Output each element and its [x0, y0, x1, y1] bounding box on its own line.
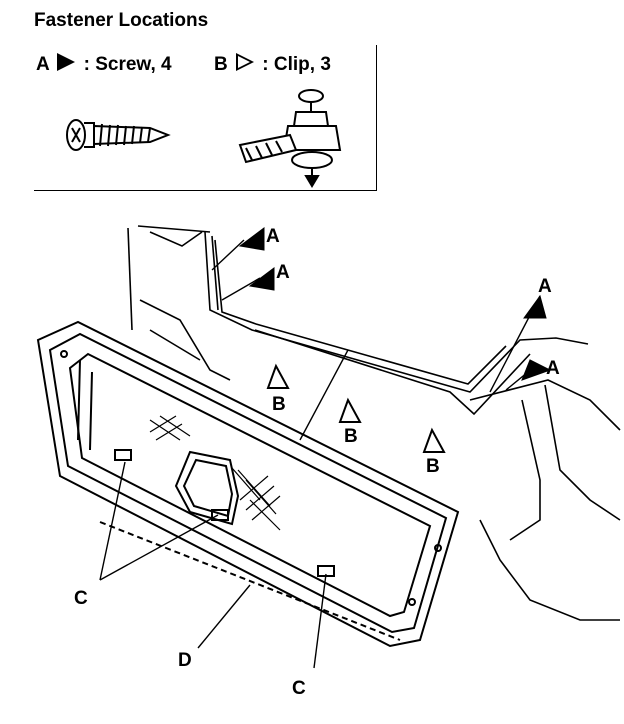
callout-b: B — [344, 426, 358, 447]
legend-a-desc: : Screw, 4 — [83, 54, 172, 75]
screw-markers — [238, 227, 552, 381]
screw-marker-icon — [248, 267, 275, 291]
legend-b-desc: : Clip, 3 — [262, 54, 331, 75]
grille-frame — [36, 320, 460, 648]
fastener-legend-box: A : Screw, 4 B : Clip, 3 — [34, 45, 377, 191]
callout-b: B — [426, 456, 440, 477]
callout-c: C — [292, 678, 306, 699]
callout-d: D — [178, 650, 192, 671]
legend-a-letter: A — [36, 54, 50, 75]
legend-b-letter: B — [214, 54, 228, 75]
clip-illustration — [238, 89, 342, 188]
callout-a: A — [546, 358, 560, 379]
legend-screw: A : Screw, 4 — [36, 53, 172, 76]
screw-marker-icon — [523, 294, 547, 319]
clip-markers — [266, 363, 446, 453]
callout-a: A — [276, 262, 290, 283]
legend-clip: B : Clip, 3 — [214, 53, 331, 76]
vehicle-body-outline — [127, 225, 621, 621]
callout-b: B — [272, 394, 286, 415]
open-triangle-icon — [236, 53, 255, 71]
solid-triangle-icon — [57, 53, 76, 71]
diagram-title: Fastener Locations — [34, 10, 209, 31]
screw-illustration — [66, 119, 171, 151]
clip-marker-icon — [338, 397, 362, 423]
callout-a: A — [538, 276, 552, 297]
callout-c: C — [74, 588, 88, 609]
clip-marker-icon — [422, 427, 446, 453]
screw-marker-icon — [238, 227, 265, 251]
callout-a: A — [266, 226, 280, 247]
screw-marker-icon — [521, 359, 552, 381]
clip-marker-icon — [266, 363, 290, 389]
